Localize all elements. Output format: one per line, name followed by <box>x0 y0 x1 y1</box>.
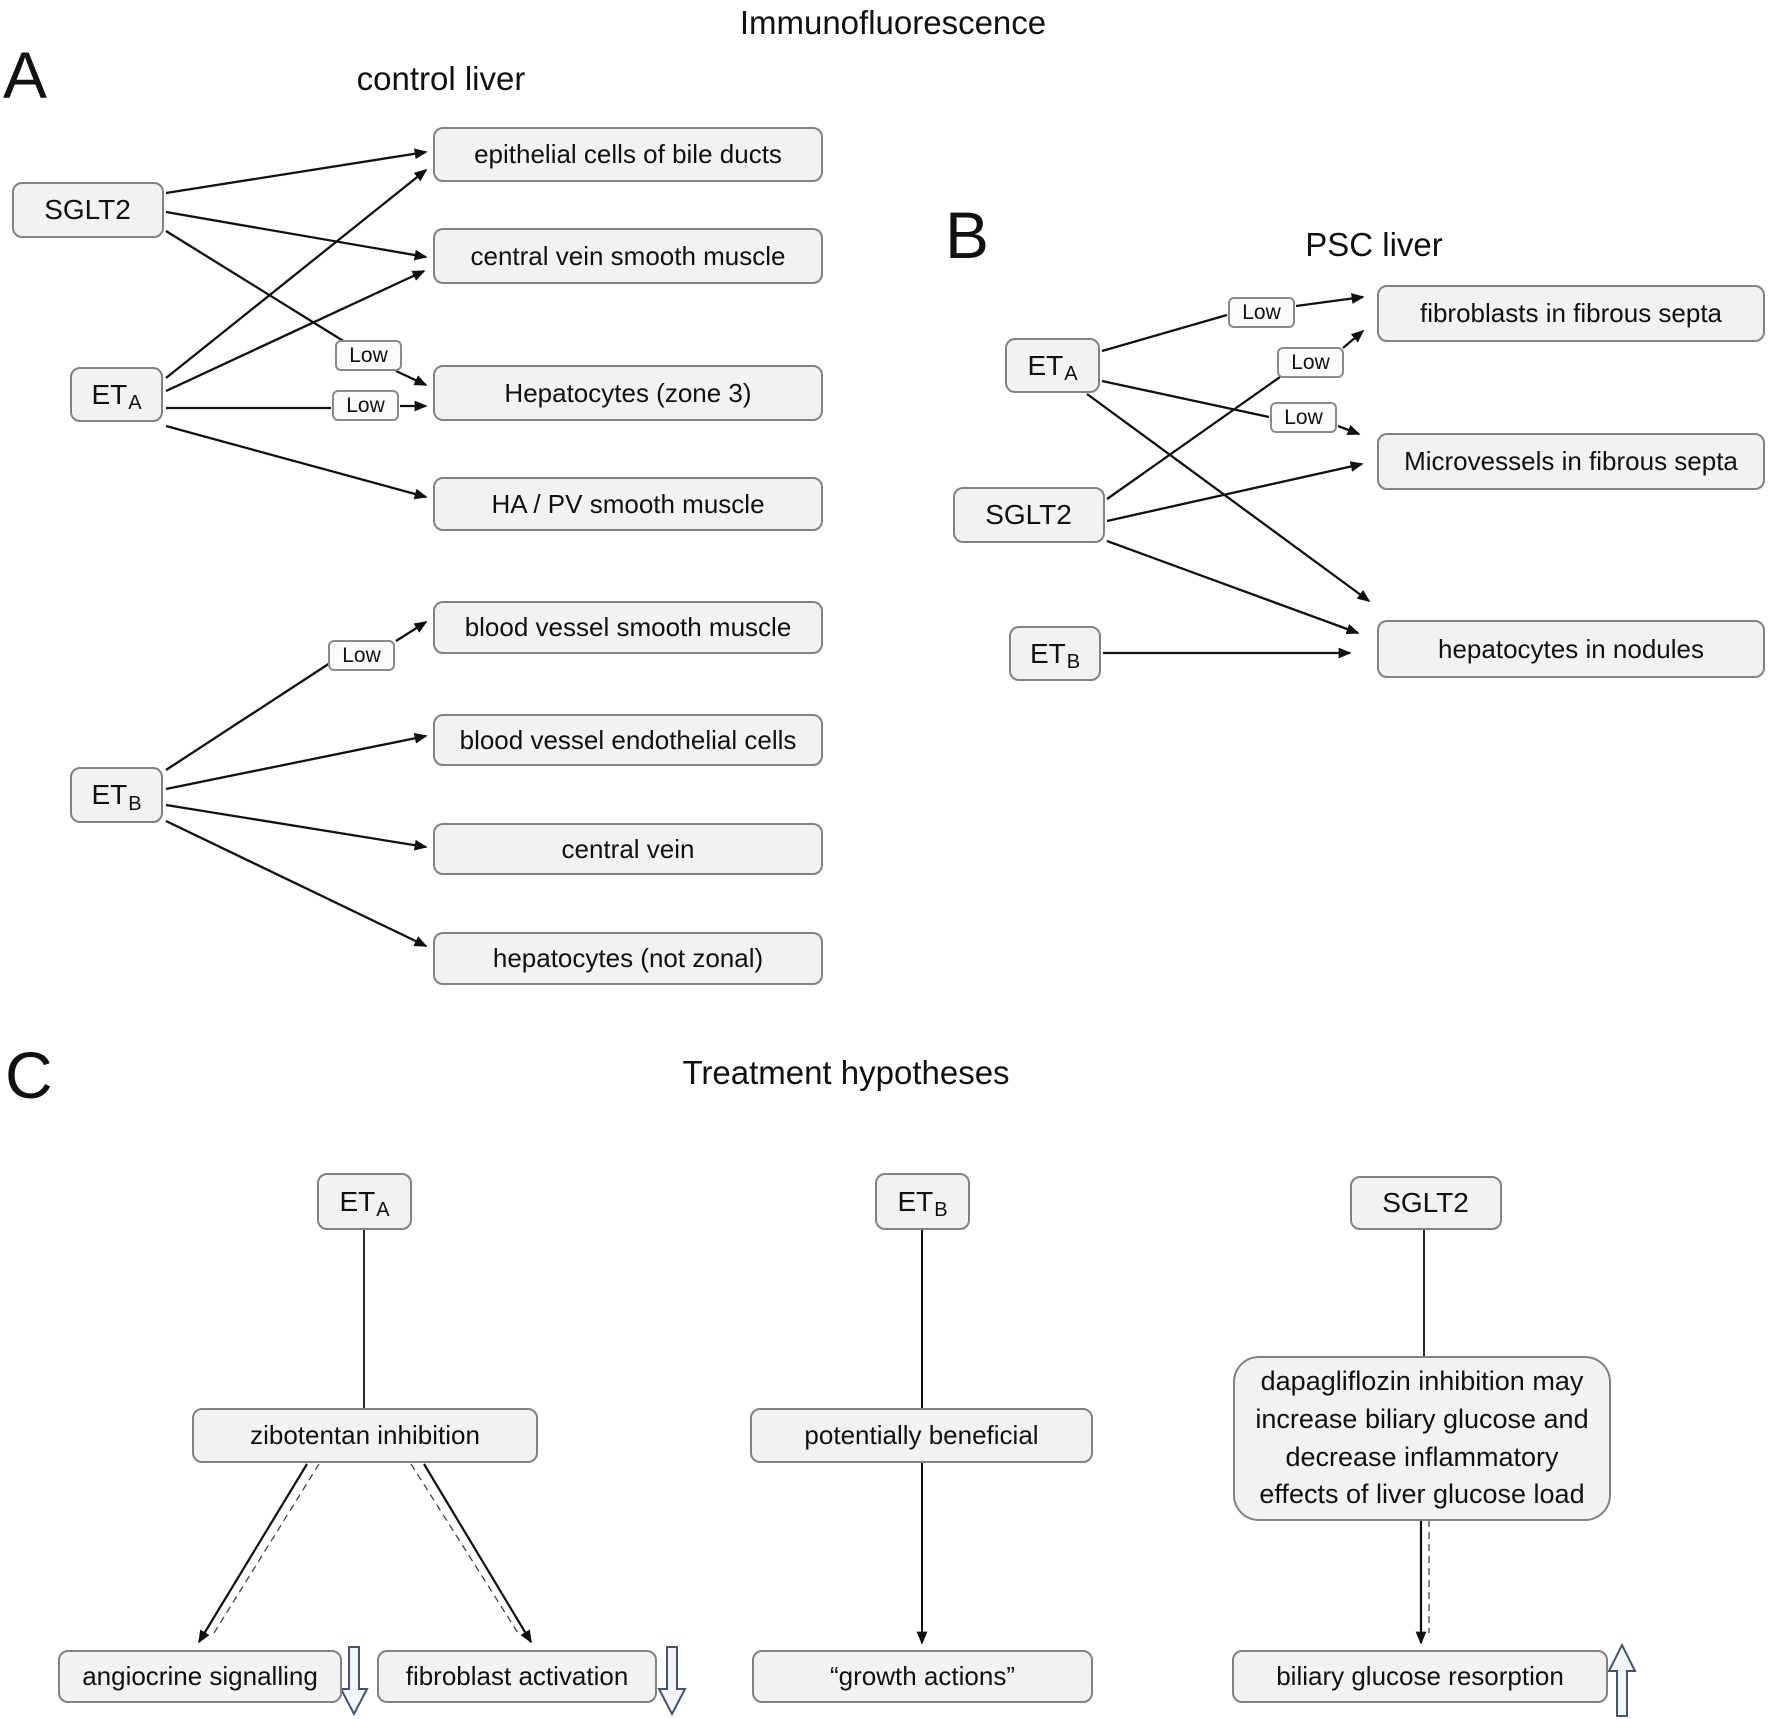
node-b-eta-sub: A <box>1064 363 1078 385</box>
node-b-etb-label: ET <box>1029 637 1066 669</box>
arrow-a-etb-central-vein <box>165 803 428 851</box>
box-c-zibotentan: zibotentan inhibition <box>192 1408 538 1463</box>
node-b-eta-label: ET <box>1027 349 1064 381</box>
arrow-a-sglt2-central-vein-smooth <box>165 210 428 261</box>
arrow-b-eta-hepatocytes-nodules <box>1086 393 1371 602</box>
trend-arrow-down-angiocrine <box>339 1646 369 1717</box>
node-a-sglt2-label: SGLT2 <box>44 194 131 225</box>
panel-a-label: A <box>3 38 48 112</box>
box-a-bv-endothelial: blood vessel endothelial cells <box>433 714 823 766</box>
panel-a-arrows <box>165 148 428 948</box>
box-c-growth: “growth actions” <box>752 1650 1093 1703</box>
arrow-b-eta-low1 <box>1101 313 1228 353</box>
arrow-b-low3-microvessels <box>1337 424 1361 436</box>
node-b-sglt2-label: SGLT2 <box>985 499 1072 530</box>
arrow-a-etb-hepatocytes-nz <box>165 819 428 948</box>
arrow-c-zibotentan-angiocrine <box>198 1463 308 1644</box>
node-c-sglt2: SGLT2 <box>1350 1176 1502 1230</box>
arrow-b-sglt2-hepatocytes-nodules <box>1106 539 1360 635</box>
figure-title: Immunofluorescence <box>739 4 1047 41</box>
node-c-etb-sub: B <box>934 1199 948 1221</box>
arrow-b-sglt2-microvessels <box>1106 461 1364 523</box>
low-badge-a2: Low <box>332 390 399 421</box>
node-b-etb-sub: B <box>1066 651 1081 673</box>
arrow-a-etb-low3 <box>165 662 331 771</box>
box-a-bv-smooth: blood vessel smooth muscle <box>433 601 823 654</box>
box-a-hepatocytes-zone3: Hepatocytes (zone 3) <box>433 365 823 421</box>
low-badge-a3: Low <box>328 640 395 671</box>
box-a-central-vein-smooth: central vein smooth muscle <box>433 228 823 284</box>
low-badge-b1: Low <box>1228 297 1295 328</box>
arrow-a-eta-central-vein-smooth <box>165 269 426 393</box>
panel-b-title: PSC liver <box>1305 226 1443 263</box>
low-badge-b2: Low <box>1277 347 1344 378</box>
arrow-c-zibotentan-fibroblast <box>423 1463 532 1644</box>
box-b-microvessels: Microvessels in fibrous septa <box>1377 433 1765 490</box>
arrow-b-low1-fibroblasts <box>1295 293 1365 308</box>
box-c-dapagliflozin: dapagliflozin inhibition may increase bi… <box>1233 1356 1611 1521</box>
arrow-a-etb-bv-endothelial <box>165 732 428 791</box>
box-a-epithelial: epithelial cells of bile ducts <box>433 127 823 182</box>
node-a-etb-label: ET <box>91 779 128 810</box>
trend-arrow-down-fibroblast <box>657 1646 687 1717</box>
box-a-ha-pv-smooth: HA / PV smooth muscle <box>433 477 823 531</box>
panel-c-arrows <box>198 1230 1430 1645</box>
arrow-a-low1-hepatocytes-z3 <box>395 369 428 387</box>
node-c-etb-label: ET <box>897 1185 934 1217</box>
box-b-fibroblasts: fibroblasts in fibrous septa <box>1377 285 1765 342</box>
box-c-fibroblast: fibroblast activation <box>377 1650 657 1703</box>
panel-b-arrows <box>1086 293 1371 659</box>
box-a-central-vein: central vein <box>433 823 823 875</box>
arrow-b-eta-low3 <box>1101 379 1270 419</box>
node-a-eta-label: ET <box>91 378 128 410</box>
node-a-etb-sub: B <box>128 792 142 815</box>
arrow-a-eta-epithelial <box>165 168 428 379</box>
low-badge-b3: Low <box>1270 402 1337 433</box>
arrow-a-sglt2-low1 <box>165 230 346 343</box>
arrow-b-low2-fibroblasts <box>1342 329 1365 349</box>
panel-c-label: C <box>5 1038 53 1112</box>
box-c-beneficial: potentially beneficial <box>750 1408 1093 1463</box>
trend-arrow-up-biliary <box>1607 1642 1637 1717</box>
panel-a-title: control liver <box>356 60 526 97</box>
arrow-a-low3-bv-smooth <box>395 621 428 642</box>
arrow-a-sglt2-epithelial <box>165 148 428 195</box>
dashed-c-zibotentan-fibroblast <box>410 1463 519 1634</box>
node-b-sglt2: SGLT2 <box>953 487 1105 543</box>
box-b-hepatocytes-nodules: hepatocytes in nodules <box>1377 620 1765 678</box>
low-badge-a1: Low <box>335 340 402 371</box>
node-a-eta-sub: A <box>128 392 142 414</box>
node-c-eta-sub: A <box>376 1199 390 1221</box>
panel-b-label: B <box>945 198 990 272</box>
node-a-sglt2: SGLT2 <box>12 182 164 238</box>
box-a-hepatocytes-not-zonal: hepatocytes (not zonal) <box>433 932 823 985</box>
trend-arrows <box>339 1642 1637 1717</box>
box-c-angiocrine: angiocrine signalling <box>58 1650 342 1703</box>
arrow-b-sglt2-low2 <box>1106 376 1281 500</box>
box-c-biliary: biliary glucose resorption <box>1232 1650 1608 1703</box>
node-c-eta-label: ET <box>339 1185 376 1217</box>
panel-c-title: Treatment hypotheses <box>682 1054 1010 1091</box>
node-c-sglt2-label: SGLT2 <box>1382 1187 1469 1218</box>
dashed-c-zibotentan-angiocrine <box>213 1463 320 1634</box>
arrow-a-eta-ha-pv <box>165 424 428 500</box>
